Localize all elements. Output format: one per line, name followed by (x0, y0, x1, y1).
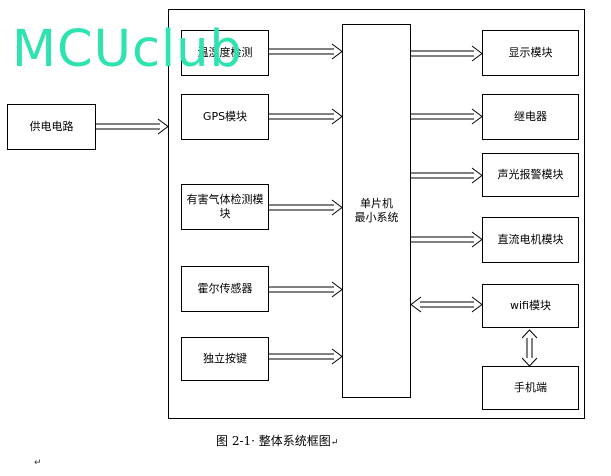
wifi-module-label: wifi模块 (510, 299, 551, 312)
mcu-label-line1: 单片机 (360, 197, 393, 210)
alarm-module-box: 声光报警模块 (482, 153, 579, 197)
motor-module-box: 直流电机模块 (482, 217, 579, 263)
paragraph-mark: ↵ (34, 458, 42, 468)
hall-sensor-label: 霍尔传感器 (197, 282, 253, 295)
key-box: 独立按键 (181, 337, 269, 381)
arrow-mcu-to-motor (411, 231, 483, 248)
return-arrow-icon: ↵ (34, 458, 42, 468)
wifi-module-box: wifi模块 (482, 284, 579, 328)
power-supply-label: 供电电路 (29, 120, 74, 133)
return-arrow-icon: ↵ (330, 438, 339, 448)
arrow-key-to-mcu (269, 348, 343, 365)
arrow-gas-to-mcu (269, 199, 343, 216)
phone-box: 手机端 (482, 366, 579, 410)
arrow-gps-to-mcu (269, 108, 343, 125)
arrow-wifi-phone-bidirectional (521, 329, 538, 367)
arrow-mcu-to-display (411, 45, 483, 62)
mcu-label-line2: 最小系统 (354, 211, 399, 224)
relay-box: 继电器 (482, 94, 579, 140)
alarm-module-label: 声光报警模块 (497, 168, 564, 181)
relay-label: 继电器 (514, 110, 547, 123)
gas-detect-label: 有害气体检测模块 (186, 193, 264, 220)
hall-sensor-box: 霍尔传感器 (181, 266, 269, 312)
display-module-label: 显示模块 (508, 46, 553, 59)
system-frame (168, 9, 585, 419)
temp-humidity-label: 温湿度检测 (197, 46, 253, 59)
arrow-temp-to-mcu (269, 43, 343, 60)
gas-detect-box: 有害气体检测模块 (181, 184, 269, 230)
display-module-box: 显示模块 (482, 30, 579, 76)
arrow-hall-to-mcu (269, 281, 343, 298)
gps-module-label: GPS模块 (202, 110, 248, 123)
temp-humidity-box: 温湿度检测 (181, 30, 269, 76)
phone-label: 手机端 (514, 381, 547, 394)
power-supply-box: 供电电路 (7, 104, 96, 150)
arrow-power-to-frame (96, 118, 169, 135)
figure-caption-text: 图 2-1· 整体系统框图 (216, 434, 331, 448)
arrow-mcu-to-relay (411, 108, 483, 125)
figure-caption: 图 2-1· 整体系统框图↵ (216, 432, 338, 449)
mcu-box: 单片机 最小系统 (342, 24, 411, 398)
gps-module-box: GPS模块 (181, 94, 269, 140)
motor-module-label: 直流电机模块 (497, 233, 564, 246)
arrow-mcu-wifi-bidirectional (410, 296, 483, 313)
arrow-mcu-to-alarm (411, 167, 483, 184)
key-label: 独立按键 (203, 352, 247, 365)
